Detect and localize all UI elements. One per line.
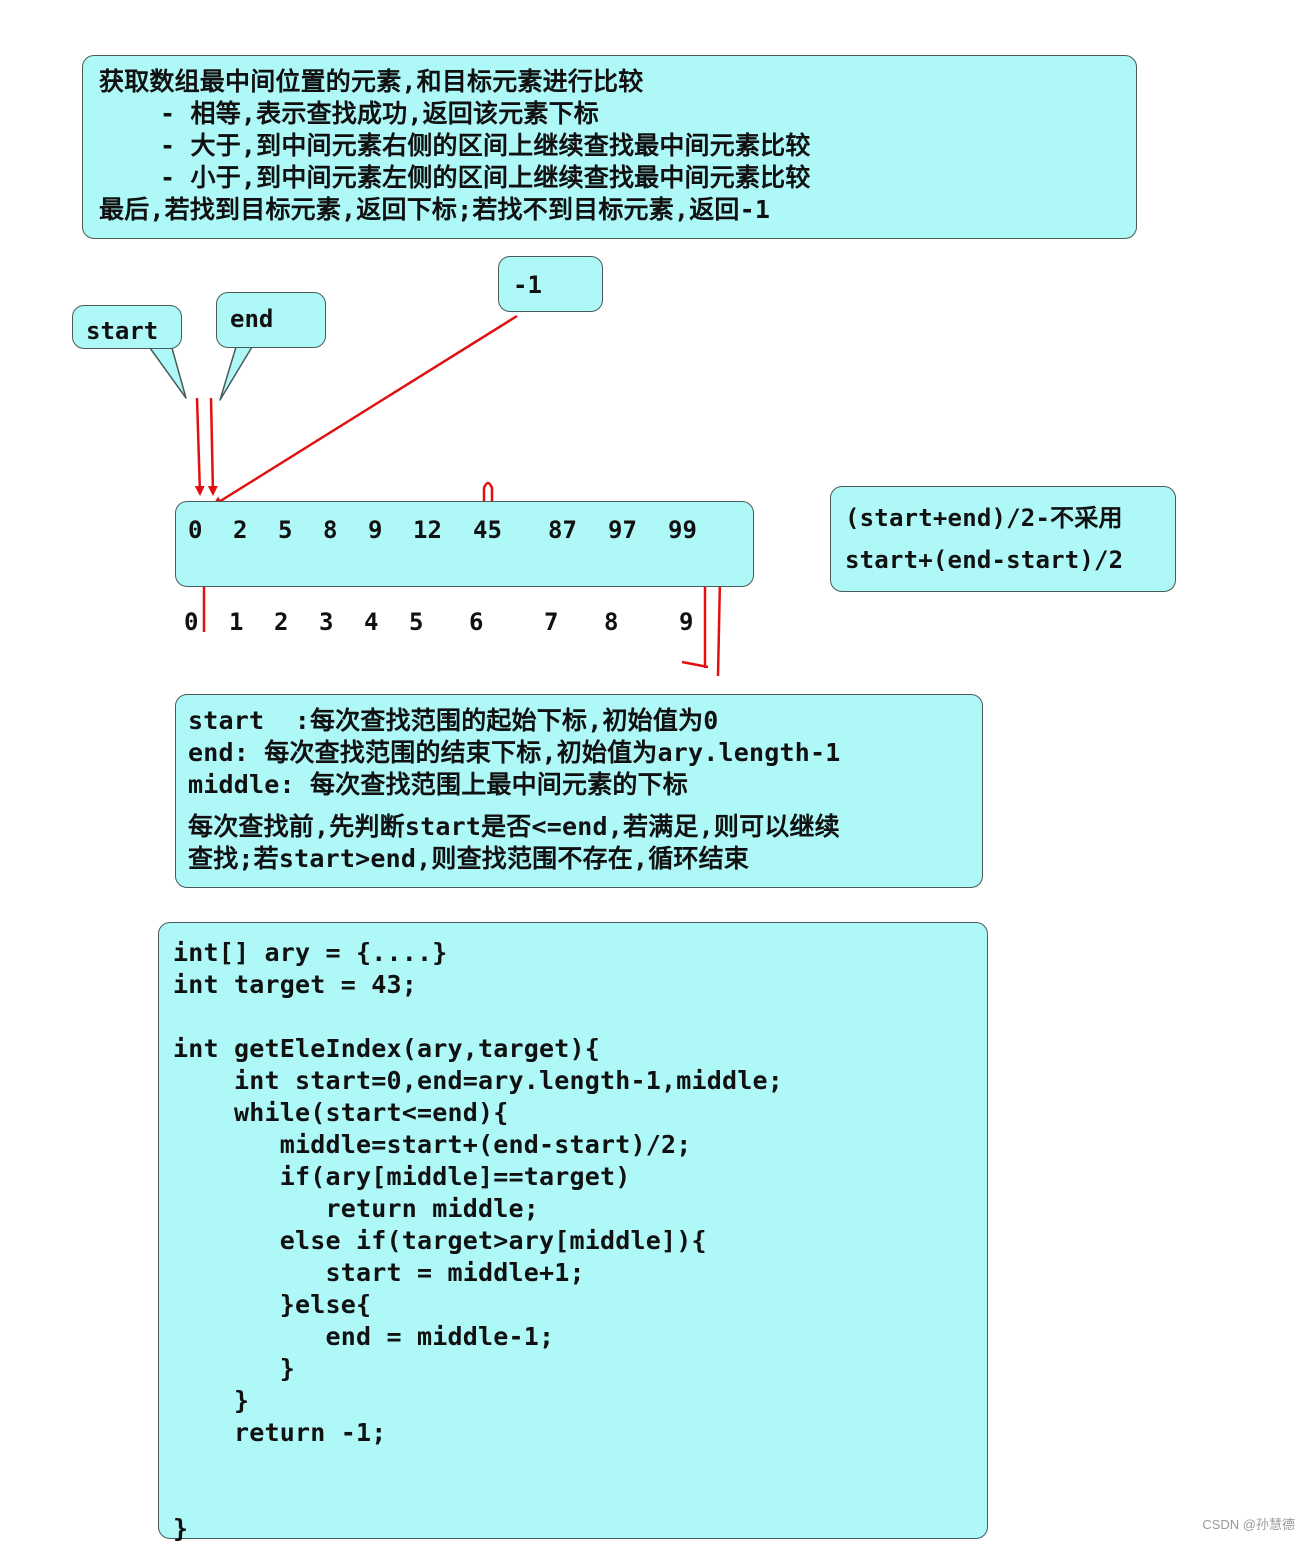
array-value: 2: [233, 516, 248, 544]
array-index: 6: [469, 608, 484, 636]
array-index: 0: [184, 608, 199, 636]
array-value: 97: [608, 516, 637, 544]
array-index: 1: [229, 608, 244, 636]
code-line: else if(target>ary[middle]){: [173, 1226, 707, 1255]
end-base-stroke: [681, 660, 709, 669]
watermark: CSDN @孙慧德: [1202, 1517, 1295, 1532]
end-arrow: [207, 397, 218, 496]
description-line: - 相等,表示查找成功,返回该元素下标: [99, 99, 600, 128]
array-value: 0: [188, 516, 203, 544]
code-line: start = middle+1;: [173, 1258, 585, 1287]
loop-condition-line: 查找;若start>end,则查找范围不存在,循环结束: [188, 844, 750, 873]
array-value: 9: [368, 516, 383, 544]
end-callout-tail: [219, 346, 253, 401]
array-value: 5: [278, 516, 293, 544]
code-line: }else{: [173, 1290, 372, 1319]
code-line: [173, 1449, 973, 1481]
description-line: - 大于,到中间元素右侧的区间上继续查找最中间元素比较: [99, 131, 811, 160]
not-found-callout: -1: [498, 256, 603, 312]
end-callout: end: [216, 292, 326, 348]
array-index: 9: [679, 608, 694, 636]
description-box: 获取数组最中间位置的元素,和目标元素进行比较 - 相等,表示查找成功,返回该元素…: [82, 55, 1137, 239]
start-arrow: [194, 397, 205, 496]
code-line: [173, 1481, 973, 1513]
array-value: 87: [548, 516, 577, 544]
array-index: 3: [319, 608, 334, 636]
code-line: return middle;: [173, 1194, 540, 1223]
middle-marker: [482, 481, 494, 510]
end-callout-label: end: [230, 305, 274, 333]
code-line: end = middle-1;: [173, 1322, 555, 1351]
code-line: return -1;: [173, 1418, 387, 1447]
end-up-arrow-2: [714, 576, 725, 677]
description-line: - 小于,到中间元素左侧的区间上继续查找最中间元素比较: [99, 163, 811, 192]
variables-box: start :每次查找范围的起始下标,初始值为0 end: 每次查找范围的结束下…: [175, 694, 983, 888]
array-index: 5: [409, 608, 424, 636]
code-line: [173, 1001, 973, 1033]
variable-line: end: 每次查找范围的结束下标,初始值为ary.length-1: [188, 738, 841, 767]
start-callout: start: [72, 305, 182, 349]
array-value: 12: [413, 516, 442, 544]
formula-line: start+(end-start)/2: [845, 546, 1124, 574]
code-line: }: [173, 1514, 189, 1543]
code-line: int start=0,end=ary.length-1,middle;: [173, 1066, 784, 1095]
description-line: 获取数组最中间位置的元素,和目标元素进行比较: [99, 67, 644, 96]
loop-condition-line: 每次查找前,先判断start是否<=end,若满足,则可以继续: [188, 812, 840, 841]
code-line: }: [173, 1386, 250, 1415]
variable-line: middle: 每次查找范围上最中间元素的下标: [188, 770, 689, 799]
start-callout-tail: [149, 347, 187, 399]
not-found-callout-label: -1: [513, 271, 542, 299]
variable-line: start :每次查找范围的起始下标,初始值为0: [188, 706, 719, 735]
formula-line: (start+end)/2-不采用: [845, 504, 1123, 532]
description-line: 最后,若找到目标元素,返回下标;若找不到目标元素,返回-1: [99, 195, 771, 224]
code-line: if(ary[middle]==target): [173, 1162, 631, 1191]
array-value: 8: [323, 516, 338, 544]
array-value: 99: [668, 516, 697, 544]
array-value: 45: [473, 516, 502, 544]
array-index: 8: [604, 608, 619, 636]
code-line: while(start<=end){: [173, 1098, 509, 1127]
code-line: int getEleIndex(ary,target){: [173, 1034, 601, 1063]
not-found-arrow: [212, 314, 518, 507]
code-box: int[] ary = {....} int target = 43; int …: [158, 922, 988, 1543]
code-line: }: [173, 1354, 296, 1383]
array-index: 4: [364, 608, 379, 636]
array-box: 0 2 5 8 9 12 45 87 97 99: [175, 501, 754, 587]
formula-box: (start+end)/2-不采用 start+(end-start)/2: [830, 486, 1176, 592]
array-index: 2: [274, 608, 289, 636]
start-callout-label: start: [86, 317, 159, 345]
code-line: int target = 43;: [173, 970, 418, 999]
code-line: middle=start+(end-start)/2;: [173, 1130, 692, 1159]
code-line: int[] ary = {....}: [173, 938, 448, 967]
array-index: 7: [544, 608, 559, 636]
